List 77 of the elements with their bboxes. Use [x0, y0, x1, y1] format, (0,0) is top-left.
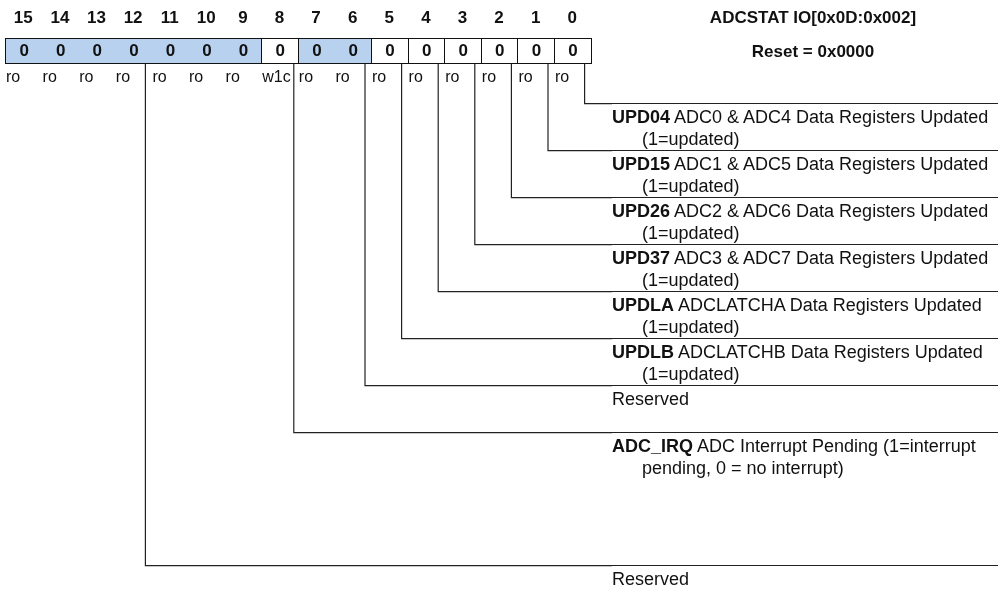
bit-number: 13	[86, 8, 107, 28]
access-type: ro	[445, 68, 460, 86]
bit-value: 0	[237, 40, 250, 62]
access-type: ro	[152, 68, 167, 86]
field-description: UPDLB ADCLATCHB Data Registers Updated (1=updated)	[612, 338, 998, 385]
bit-value: 0	[530, 40, 543, 62]
bit-number: 5	[383, 8, 396, 28]
bit-value: 0	[55, 40, 67, 62]
leader-line	[510, 63, 613, 199]
bit-number: 10	[195, 8, 217, 28]
bit-number: 8	[273, 8, 286, 28]
register-title: ADCSTAT IO[0x0D:0x002]	[708, 8, 918, 28]
access-type: ro	[481, 68, 497, 86]
bit-value: 0	[567, 40, 579, 62]
access-type: ro	[372, 68, 387, 86]
bit-number: 6	[346, 8, 359, 28]
bit-number: 15	[12, 8, 34, 28]
bit-number: 14	[49, 8, 71, 28]
bit-value: 0	[420, 40, 433, 62]
bit-field	[371, 38, 410, 64]
bit-number: 9	[237, 8, 249, 28]
bit-number: 7	[310, 8, 322, 28]
access-type: ro	[115, 68, 131, 86]
bit-field	[554, 38, 593, 64]
bit-value: 0	[274, 40, 286, 62]
access-type: ro	[6, 68, 21, 86]
leader-line	[474, 63, 613, 246]
field-description: Reserved	[612, 565, 998, 590]
bit-field	[480, 38, 519, 64]
leader-line	[547, 63, 613, 152]
bit-value: 0	[494, 40, 506, 62]
bit-value: 0	[457, 40, 469, 62]
bit-value: 0	[18, 40, 30, 62]
bit-value: 0	[91, 40, 104, 62]
access-type: w1c	[262, 68, 291, 86]
field-description: UPD15 ADC1 & ADC5 Data Registers Updated (1=updated)	[612, 150, 998, 197]
bit-value: 0	[347, 40, 360, 62]
access-type: ro	[189, 68, 204, 86]
bit-field	[444, 38, 483, 64]
field-description: UPD26 ADC2 & ADC6 Data Registers Updated (1=updated)	[612, 197, 998, 244]
access-type: ro	[42, 68, 57, 86]
bit-value: 0	[201, 40, 213, 62]
field-description: UPD04 ADC0 & ADC4 Data Registers Updated (1=updated)	[612, 103, 998, 150]
bit-field	[517, 38, 556, 64]
field-description: ADC_IRQ ADC Interrupt Pending (1=interrupt pending, 0 = no interrupt)	[612, 432, 998, 479]
bit-value: 0	[384, 40, 396, 62]
leader-line	[584, 63, 613, 105]
field-description: UPDLA ADCLATCHA Data Registers Updated (1=updated)	[612, 291, 998, 338]
bit-field	[261, 38, 300, 64]
leader-line	[144, 63, 613, 567]
bit-number: 11	[159, 8, 180, 28]
bit-number: 1	[529, 8, 542, 28]
reset-value: Reset = 0x0000	[750, 42, 876, 62]
bit-number: 2	[493, 8, 505, 28]
field-description: Reserved	[612, 385, 998, 410]
bit-number: 3	[456, 8, 469, 28]
access-type: ro	[79, 68, 94, 86]
leader-line	[364, 63, 613, 387]
access-type: ro	[335, 68, 350, 86]
bit-value: 0	[128, 40, 140, 62]
access-type: ro	[298, 68, 314, 86]
leader-line	[293, 63, 613, 434]
bit-number: 12	[122, 8, 144, 28]
access-type: ro	[555, 68, 570, 86]
bit-field	[297, 38, 373, 64]
bit-value: 0	[164, 40, 177, 62]
leader-line	[437, 63, 613, 293]
bit-number: 0	[566, 8, 579, 28]
bit-field	[407, 38, 446, 64]
leader-line	[401, 63, 613, 340]
access-type: ro	[225, 68, 240, 86]
field-description: UPD37 ADC3 & ADC7 Data Registers Updated (1=updated)	[612, 244, 998, 291]
access-type: ro	[518, 68, 533, 86]
bit-value: 0	[311, 40, 323, 62]
access-type: ro	[408, 68, 423, 86]
bit-field	[5, 38, 263, 64]
bit-number: 4	[420, 8, 432, 28]
